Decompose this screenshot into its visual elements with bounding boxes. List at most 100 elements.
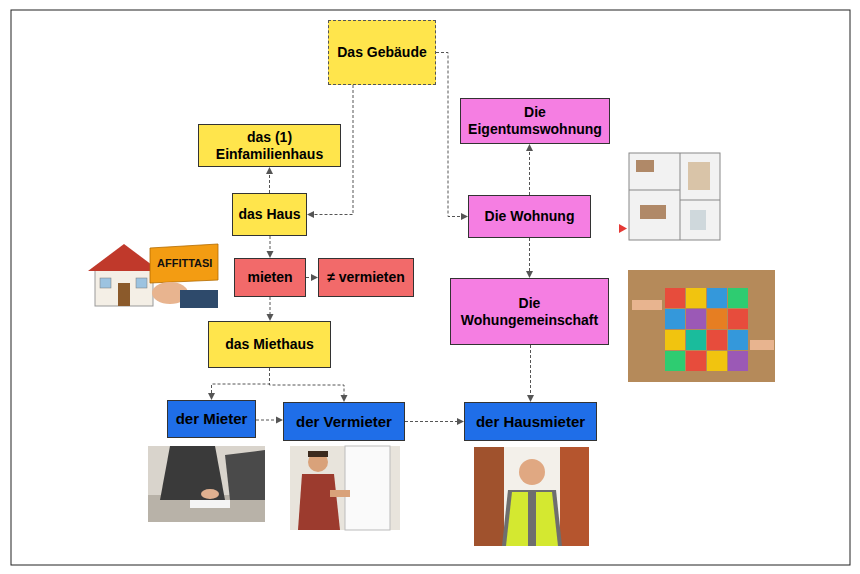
dashed-connector <box>526 238 533 278</box>
house-picture <box>88 244 218 308</box>
plan-outline <box>629 153 720 240</box>
arrow-head <box>311 274 318 281</box>
sign-text: AFFITTASI <box>155 256 214 270</box>
house-window <box>136 278 147 288</box>
person-box: der Vermieter <box>283 402 405 441</box>
node-text: Die Wohungemeinschaft <box>456 295 603 329</box>
puzzle-picture <box>628 270 775 382</box>
node-text: Die Eigentumswohnung <box>466 104 604 138</box>
dashed-connector <box>270 368 348 402</box>
arrow-head <box>267 251 274 258</box>
puzzle-piece <box>728 330 748 350</box>
arrow-head <box>457 418 464 425</box>
photo-ground <box>474 447 589 546</box>
node-text: das Haus <box>238 206 300 223</box>
puzzle-piece <box>665 309 685 329</box>
connector-line <box>436 53 462 217</box>
red-marker <box>619 224 627 233</box>
arrow-head <box>307 211 314 218</box>
node-text: das Miethaus <box>225 336 314 353</box>
sleeve <box>180 290 218 308</box>
arrow-head <box>341 395 348 402</box>
arm <box>750 340 774 350</box>
puzzle-piece <box>728 351 748 371</box>
connector-line <box>530 345 531 396</box>
puzzle-piece <box>686 330 706 350</box>
node-text: der Mieter <box>176 410 248 428</box>
head <box>308 452 328 472</box>
dashed-connector <box>208 368 270 400</box>
concept-box: das (1) Einfamilienhaus <box>198 124 341 167</box>
photo-ground <box>148 446 265 522</box>
house-wall <box>95 268 153 306</box>
arrow-head <box>276 417 283 424</box>
connector-line <box>405 421 458 422</box>
papers <box>190 500 230 508</box>
wall <box>474 447 504 546</box>
plan-furniture <box>690 210 706 230</box>
arm <box>632 300 662 310</box>
wall <box>560 447 589 546</box>
shirt <box>298 474 340 530</box>
arrow-head <box>267 314 274 321</box>
arrow-head <box>527 395 534 402</box>
wood-ground <box>628 270 775 382</box>
connector-line <box>270 236 271 252</box>
node-text: der Vermieter <box>296 413 392 431</box>
plan-wall <box>680 153 681 240</box>
node-text: ≠ vermieten <box>327 269 405 286</box>
dashed-connector <box>267 297 274 321</box>
floor-plan <box>629 153 720 240</box>
node-text: das (1) Einfamilienhaus <box>204 129 335 163</box>
suit <box>225 450 265 500</box>
verb-box: ≠ vermieten <box>318 258 414 297</box>
arrow-head <box>461 213 468 220</box>
concept-box: Die Wohungemeinschaft <box>450 278 609 345</box>
puzzle-piece <box>707 288 727 308</box>
dashed-connector <box>256 417 283 424</box>
door <box>345 446 390 530</box>
puzzle-piece <box>686 351 706 371</box>
concept-box: das Miethaus <box>208 321 331 368</box>
shirt <box>502 490 562 546</box>
node-text: Die Wohnung <box>485 208 575 225</box>
person-box: der Hausmieter <box>464 402 597 441</box>
tenant-photo <box>148 446 265 522</box>
dashed-connector <box>306 274 318 281</box>
connector-line <box>212 368 270 394</box>
landlord-photo <box>290 446 400 530</box>
dashed-connector <box>266 167 273 193</box>
photo-ground <box>290 446 400 530</box>
puzzle-piece <box>707 309 727 329</box>
plan-furniture <box>636 160 654 172</box>
arm <box>330 490 350 497</box>
concept-box: Die Eigentumswohnung <box>460 98 610 144</box>
dashed-connector <box>527 345 534 402</box>
puzzle-piece <box>728 309 748 329</box>
puzzle-piece <box>665 288 685 308</box>
puzzle-piece <box>707 351 727 371</box>
concept-box: das Haus <box>232 193 307 236</box>
puzzle-piece <box>665 351 685 371</box>
arrow-head <box>208 393 215 400</box>
puzzle-piece <box>665 330 685 350</box>
connector-line <box>529 150 530 195</box>
connector-line <box>529 238 530 272</box>
suit <box>160 446 225 500</box>
plan-wall <box>629 190 680 191</box>
puzzle-piece <box>728 288 748 308</box>
head <box>519 459 545 485</box>
arrow-head <box>526 271 533 278</box>
connector-line <box>256 420 277 421</box>
arrow-head <box>526 144 533 151</box>
person-box: der Mieter <box>167 400 256 438</box>
dashed-connector <box>267 236 274 258</box>
house-roof <box>88 244 160 271</box>
arrow-head <box>266 167 273 174</box>
plan-furniture <box>688 162 710 190</box>
dashed-connector <box>405 418 464 425</box>
puzzle-piece <box>686 309 706 329</box>
safety-vest <box>506 492 528 546</box>
